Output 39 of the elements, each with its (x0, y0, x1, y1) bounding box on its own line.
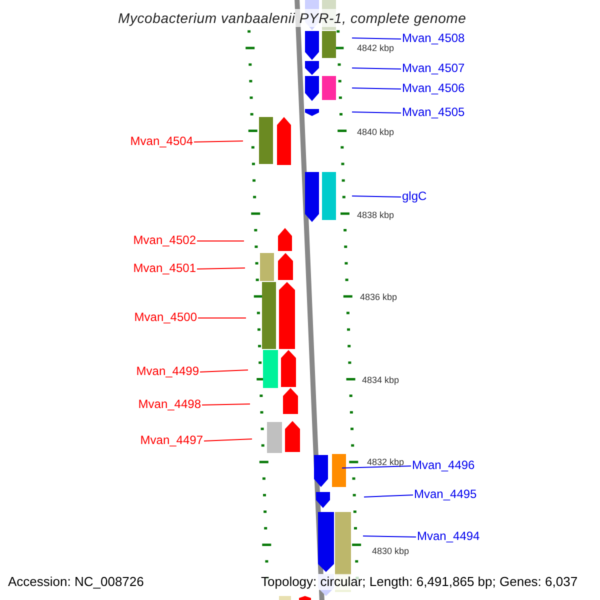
leader-line (352, 196, 402, 198)
scale-label: 4830 kbp (372, 546, 410, 557)
gene-label: Mvan_4496 (412, 458, 475, 472)
gene-label: Mvan_4494 (417, 529, 480, 543)
leader-line (352, 88, 402, 90)
leader-line (196, 268, 246, 270)
gene-label: Mvan_4499 (136, 364, 199, 378)
scale-label: 4836 kbp (360, 292, 398, 303)
gene-label: Mvan_4507 (402, 61, 465, 75)
gene-label: Mvan_4505 (402, 105, 465, 119)
leader-line (200, 370, 248, 372)
gene-label: Mvan_4500 (134, 310, 197, 324)
leader-line (194, 140, 244, 142)
gene-label: Mvan_4498 (138, 397, 201, 411)
leader-line (352, 38, 402, 40)
gene-label: Mvan_4495 (414, 487, 477, 501)
gene-label: Mvan_4508 (402, 31, 465, 45)
scale-label: 4838 kbp (357, 210, 394, 221)
leader-line (352, 112, 402, 114)
leader-line (364, 494, 414, 498)
scale-label: 4832 kbp (367, 457, 404, 468)
gene-label: Mvan_4501 (133, 261, 196, 275)
gene-label: Mvan_4497 (140, 433, 203, 447)
scale-label: 4840 kbp (357, 127, 394, 138)
accession-text: Accession: NC_008726 (8, 574, 144, 590)
scale-label: 4834 kbp (362, 375, 400, 386)
leader-line (202, 404, 250, 406)
gene-label: Mvan_4504 (130, 134, 193, 148)
leader-line (196, 240, 244, 242)
leader-line (352, 68, 402, 70)
scale-label: 4842 kbp (357, 43, 394, 54)
title: Mycobacterium vanbaalenii PYR-1, complete genome (118, 9, 466, 27)
leader-line (362, 536, 416, 538)
gene-label: glgC (402, 189, 427, 203)
gene-label: Mvan_4502 (133, 233, 196, 247)
leader-line (342, 466, 412, 468)
leader-line (204, 438, 252, 442)
gene-label: Mvan_4506 (402, 81, 465, 95)
genome-info-text: Topology: circular; Length: 6,491,865 bp; Genes: 6,037 (261, 574, 578, 590)
